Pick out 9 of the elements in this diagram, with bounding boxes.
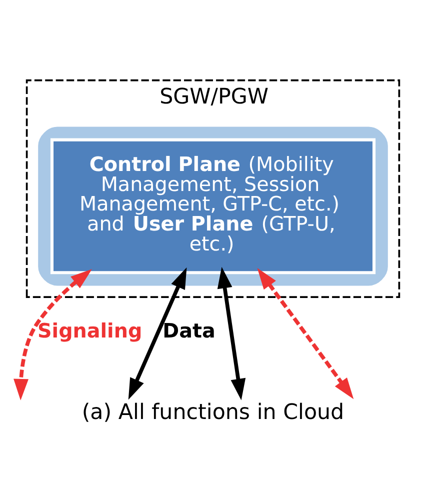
arrow [128,267,187,400]
arrow [257,268,354,400]
edge-label: Signaling [37,319,142,342]
node-box: Control Plane (Mobility Management, Session Management, GTP-C, etc.) and User Plane (GTP-U, etc.) [50,138,376,274]
caption: (a) All functions in Cloud [82,400,344,425]
cluster [38,126,388,286]
edge-label: Data [162,319,216,342]
arrow [217,266,246,400]
arrow [14,269,92,400]
